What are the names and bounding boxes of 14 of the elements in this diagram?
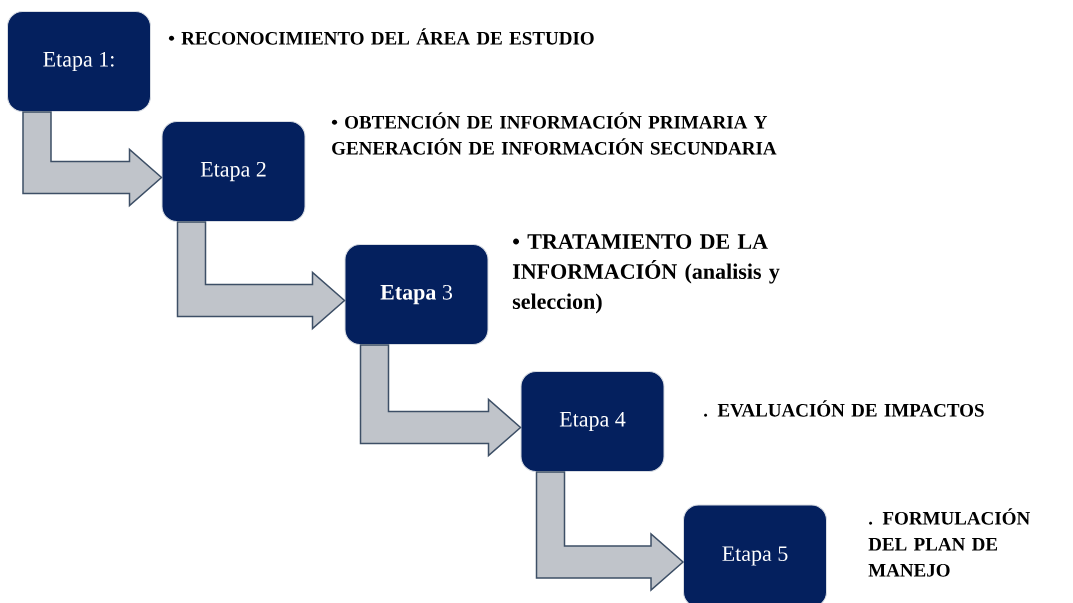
stage-description: . EVALUACIÓN DE IMPACTOS [704,400,984,417]
bent-arrow [22,111,163,208]
stage-description: • TRATAMIENTO DE LA INFORMACIÓN (analisis y seleccion) [512,234,780,314]
stage-box: Etapa 2 [161,121,306,222]
stage-box: Etapa 3 [344,244,489,345]
stage-description: • OBTENCIÓN DE INFORMACIÓN PRIMARIA Y GENERACIÓN DE INFORMACIÓN SECUNDARIA [331,112,777,155]
stage-description: . FORMULACIÓN DEL PLAN DE MANEJO [868,508,1030,577]
bent-arrow [535,471,685,592]
stage-box: Etapa 4 [520,371,665,472]
bent-arrow [359,344,522,458]
stage-box: Etapa 1: [7,11,151,112]
stage-box: Etapa 5 [683,504,827,603]
stage-description: • RECONOCIMIENTO DEL ÁREA DE ESTUDIO [168,28,594,45]
bent-arrow [176,221,346,331]
